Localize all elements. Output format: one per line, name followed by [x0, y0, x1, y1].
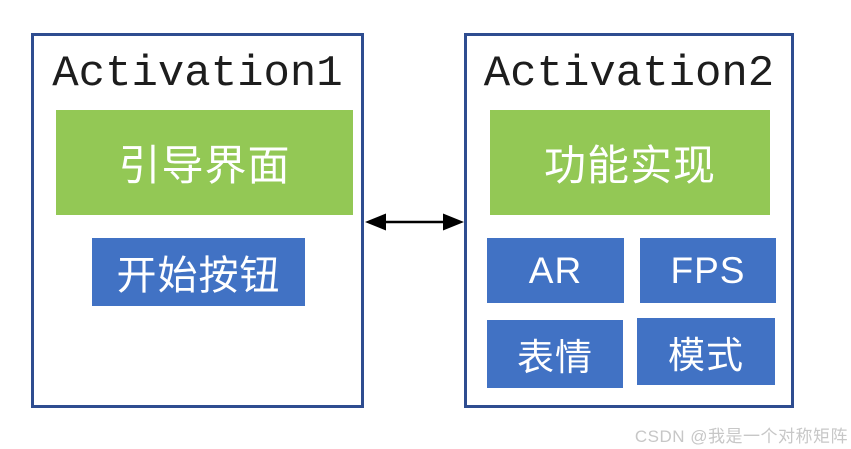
bidirectional-arrow [365, 213, 464, 231]
activation2-title: Activation2 [483, 49, 775, 99]
fps-label: FPS [670, 249, 746, 291]
csdn-watermark: CSDN @我是一个对称矩阵 [634, 427, 848, 446]
start-button-box: 开始按钮 [92, 238, 305, 306]
mode-box: 模式 [637, 318, 775, 385]
activation1-panel: Activation1 引导界面 开始按钮 [31, 33, 364, 408]
guide-screen-label: 引导界面 [118, 142, 291, 189]
mode-label: 模式 [668, 334, 744, 376]
activation1-title: Activation1 [52, 49, 343, 99]
ar-label: AR [528, 249, 583, 291]
fps-box: FPS [640, 238, 776, 303]
expression-label: 表情 [517, 337, 593, 378]
activation2-panel: Activation2 功能实现 AR FPS 表情 模式 [464, 33, 794, 408]
feature-implementation-label: 功能实现 [543, 142, 716, 189]
guide-screen-box: 引导界面 [56, 110, 353, 215]
start-button-label: 开始按钮 [116, 254, 281, 298]
feature-implementation-box: 功能实现 [490, 110, 770, 215]
expression-box: 表情 [487, 320, 623, 388]
ar-box: AR [487, 238, 624, 303]
